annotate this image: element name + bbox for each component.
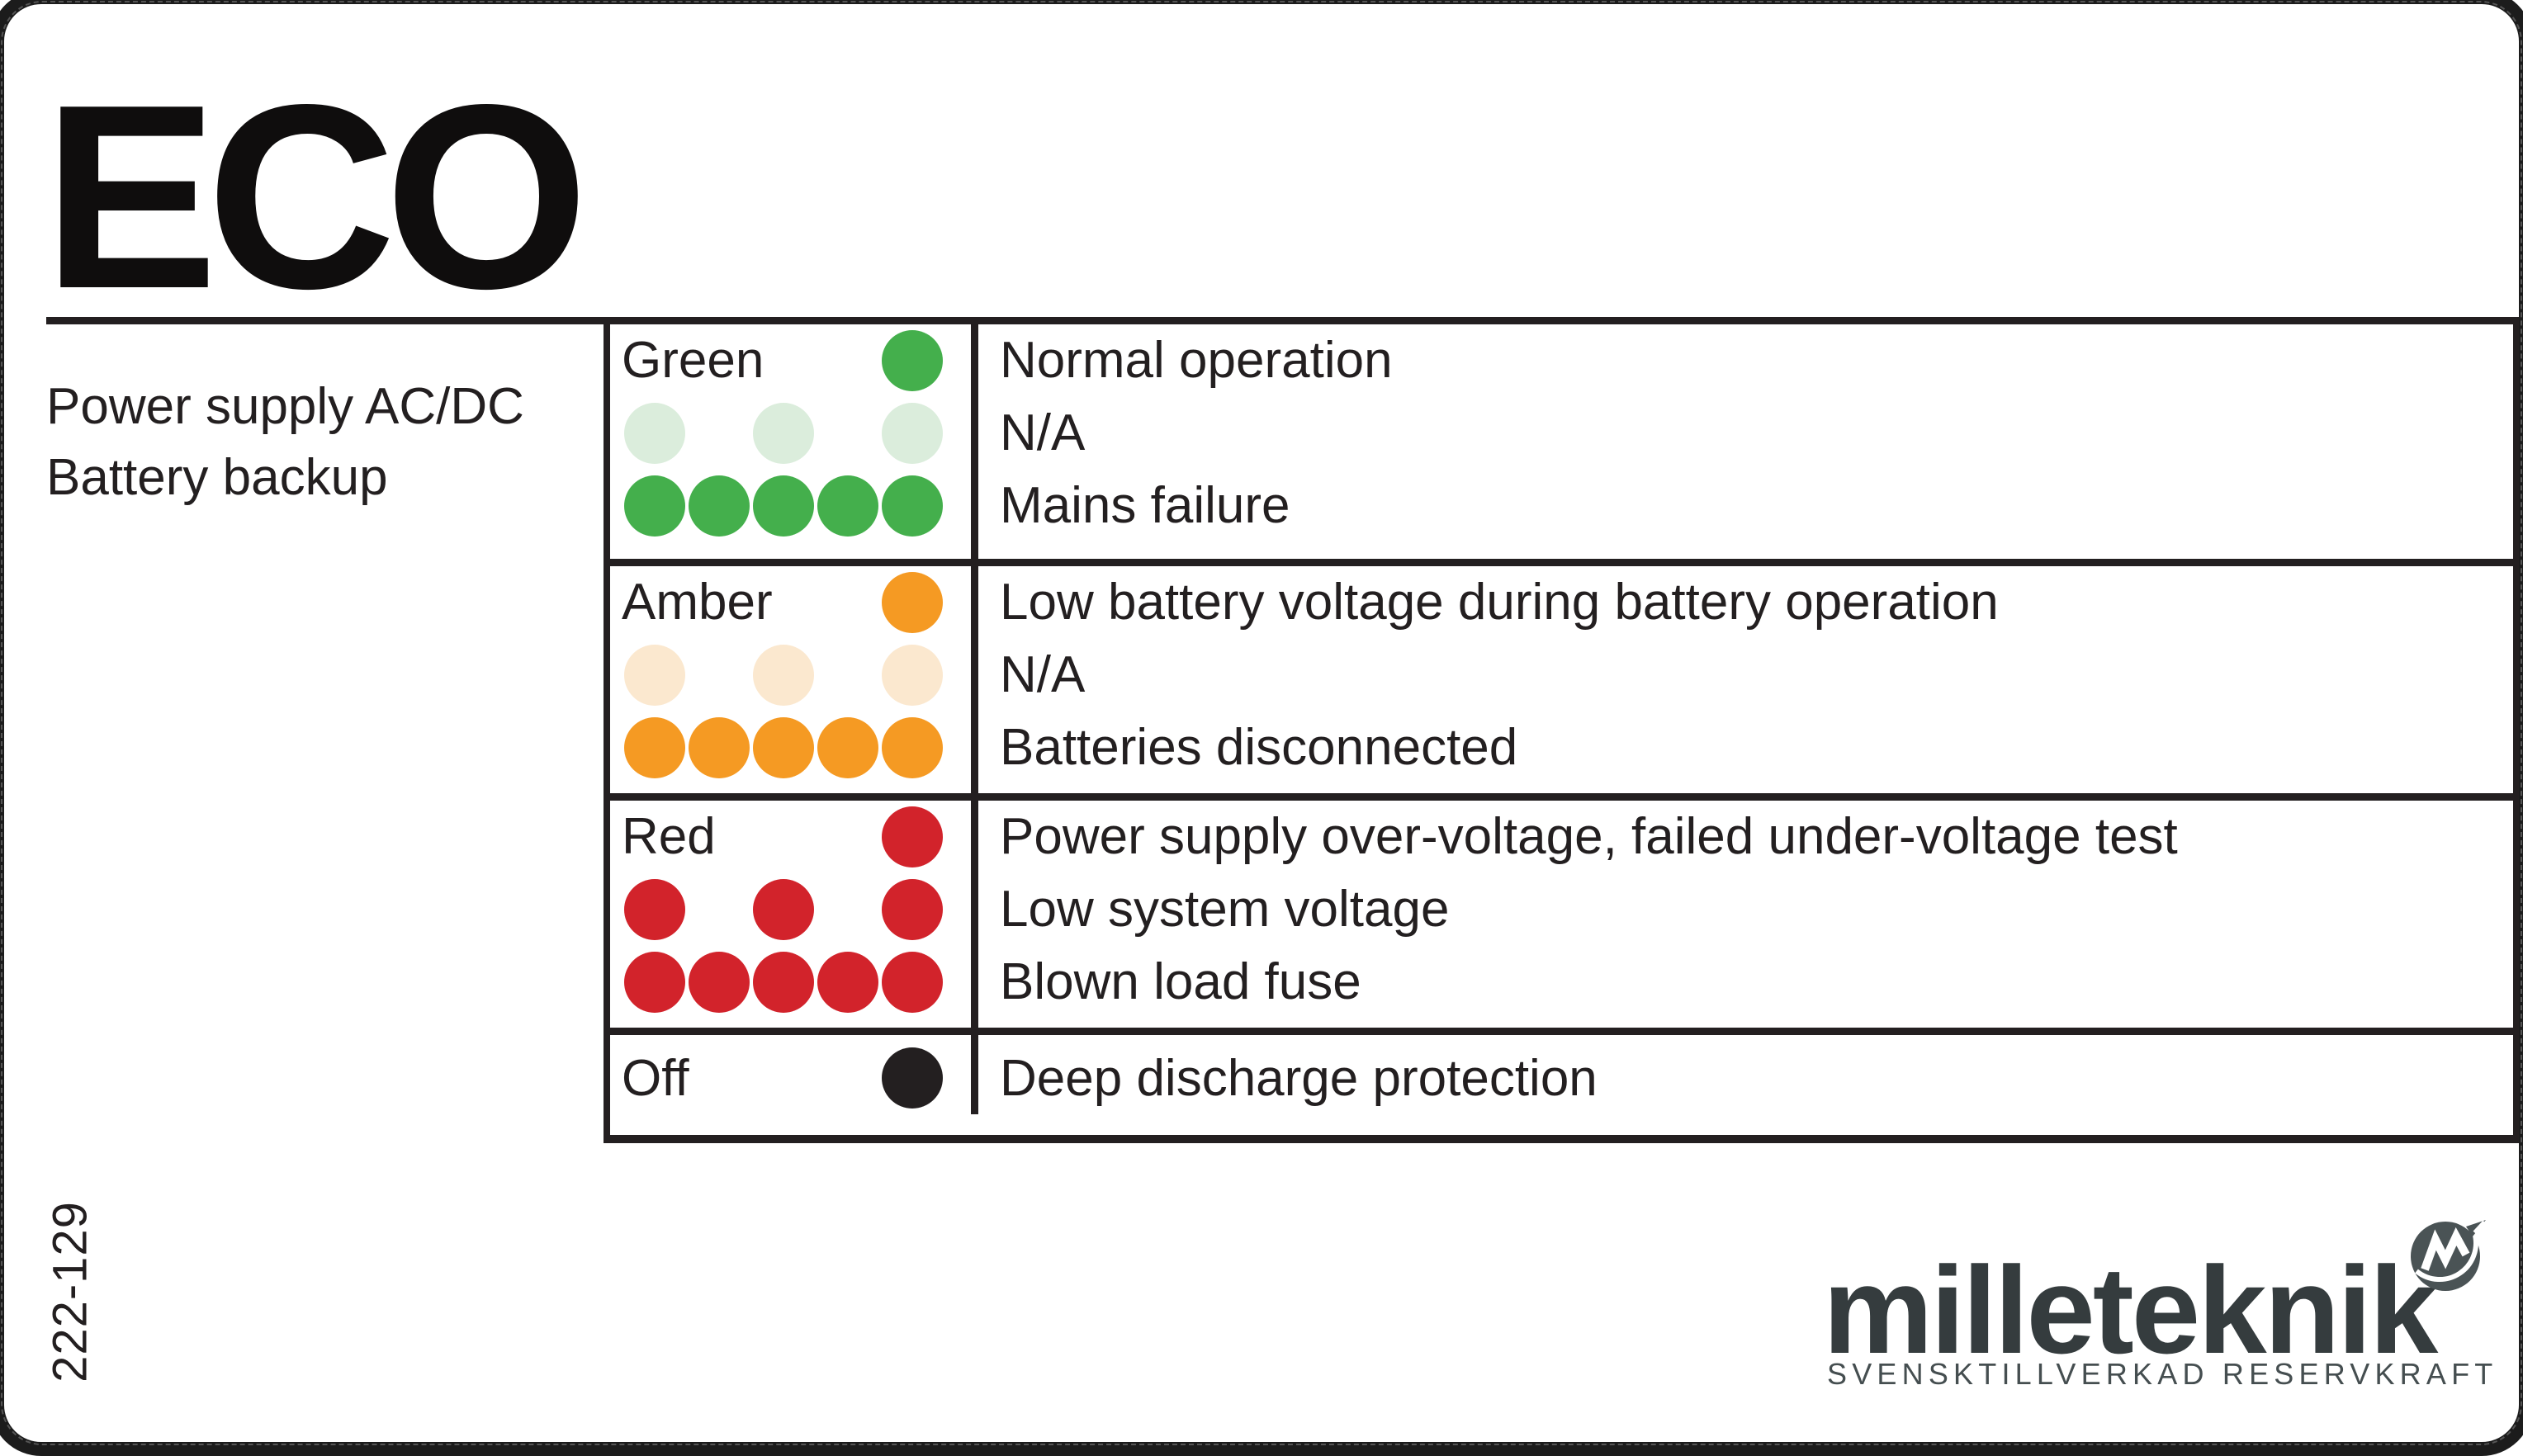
status-color-label: Amber <box>622 574 773 631</box>
led-line: Red <box>610 801 971 873</box>
logo-tagline: SVENSKTILLVERKAD RESERVKRAFT <box>1827 1357 2498 1391</box>
led-dot-amber <box>882 572 943 633</box>
led-dot-red <box>817 952 878 1013</box>
led-pattern-cell: Red <box>610 801 971 1028</box>
led-line: Off <box>610 1035 971 1122</box>
led-dot-green <box>753 475 814 537</box>
status-color-label: Red <box>622 808 716 865</box>
led-pattern-cell: Off <box>610 1035 971 1114</box>
led-line <box>610 946 971 1019</box>
status-description: Mains failure <box>1000 477 1290 534</box>
led-dot-green <box>882 475 943 537</box>
led-dot-red <box>882 952 943 1013</box>
led-dot-red <box>624 952 685 1013</box>
led-dot-green-faded <box>624 403 685 464</box>
status-description: Deep discharge protection <box>1000 1050 1598 1107</box>
led-line <box>610 639 971 711</box>
led-dot-amber-faded <box>882 645 943 706</box>
led-dot-red <box>753 952 814 1013</box>
led-line <box>610 873 971 946</box>
led-dot-red <box>689 952 750 1013</box>
product-name: ECO <box>43 50 589 343</box>
status-row-off: Off Deep discharge protection <box>610 1028 2513 1114</box>
led-dot-red <box>753 879 814 940</box>
status-description: Batteries disconnected <box>1000 719 1518 776</box>
title-underline <box>46 317 611 324</box>
led-pattern-cell: Amber <box>610 566 971 793</box>
led-dot-off <box>882 1047 943 1109</box>
led-dot-amber <box>817 717 878 778</box>
led-dot-green <box>817 475 878 537</box>
subtitle-line-2: Battery backup <box>46 449 388 506</box>
status-color-label: Green <box>622 332 764 389</box>
led-dot-amber <box>689 717 750 778</box>
status-color-label: Off <box>622 1050 689 1107</box>
status-description: Blown load fuse <box>1000 953 1361 1010</box>
product-subtitle: Power supply AC/DC Battery backup <box>46 371 524 513</box>
led-dot-red <box>882 879 943 940</box>
m-zigzag-icon <box>2411 1220 2486 1291</box>
status-description: Normal operation <box>1000 332 1393 389</box>
manufacturer-logo: milleteknik SVENSKTILLVERKAD RESERVKRAFT <box>1820 1215 2522 1413</box>
led-dot-amber <box>753 717 814 778</box>
status-description: N/A <box>1000 404 1086 461</box>
led-dot-green <box>624 475 685 537</box>
part-number: 222-129 <box>43 1201 97 1383</box>
status-description: Power supply over-voltage, failed under-… <box>1000 808 2178 865</box>
subtitle-line-1: Power supply AC/DC <box>46 378 524 435</box>
description-cell: Low battery voltage during battery opera… <box>971 566 2513 793</box>
led-line <box>610 711 971 784</box>
led-line: Green <box>610 324 971 397</box>
led-line <box>610 470 971 542</box>
status-row-red: Red Power supply over-voltage, failed und… <box>610 793 2513 1028</box>
status-row-amber: Amber Low battery voltage during battery … <box>610 559 2513 793</box>
description-cell: Deep discharge protection <box>971 1035 2513 1114</box>
led-line: Amber <box>610 566 971 639</box>
led-dot-green <box>882 330 943 391</box>
led-dot-amber <box>882 717 943 778</box>
status-description: N/A <box>1000 646 1086 703</box>
led-dot-green <box>689 475 750 537</box>
led-dot-amber-faded <box>624 645 685 706</box>
led-pattern-cell: Green <box>610 324 971 559</box>
led-line <box>610 397 971 470</box>
led-dot-green-faded <box>882 403 943 464</box>
led-dot-red <box>624 879 685 940</box>
status-description: Low battery voltage during battery opera… <box>1000 574 1999 631</box>
led-dot-green-faded <box>753 403 814 464</box>
logo-wordmark: milleteknik <box>1823 1241 2438 1379</box>
led-dot-amber <box>624 717 685 778</box>
description-cell: Power supply over-voltage, failed under-… <box>971 801 2513 1028</box>
status-description: Low system voltage <box>1000 881 1450 938</box>
led-dot-red <box>882 806 943 867</box>
led-dot-amber-faded <box>753 645 814 706</box>
